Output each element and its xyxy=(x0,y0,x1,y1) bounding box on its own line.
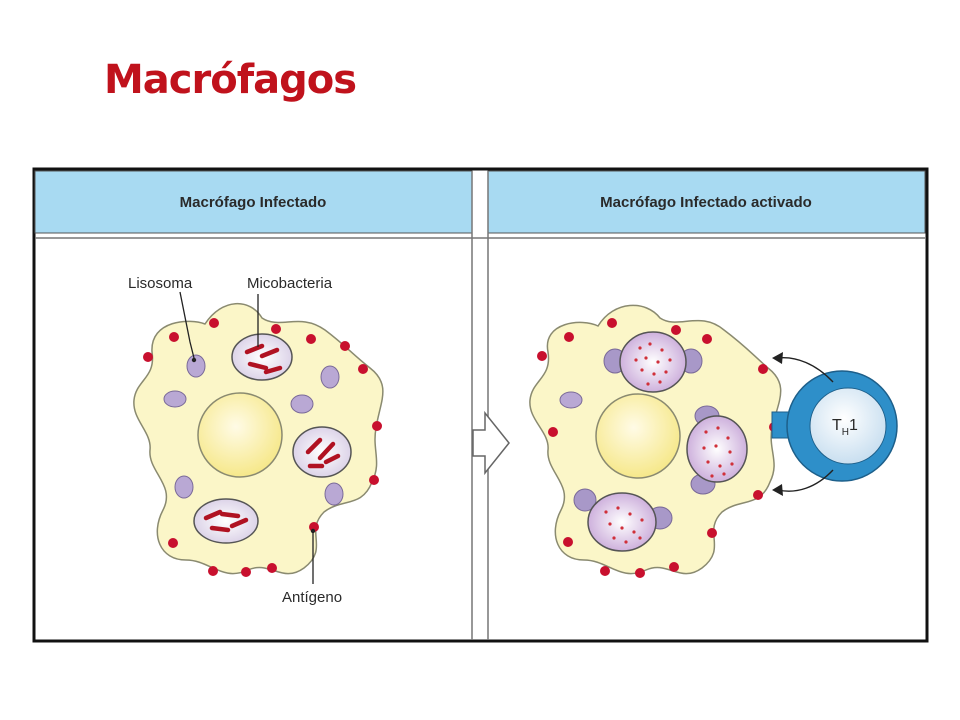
activation-arrows xyxy=(777,357,834,492)
nucleus xyxy=(197,392,283,478)
lysosomes xyxy=(559,391,583,409)
phagolysosome xyxy=(573,488,673,552)
mycobacteria-cluster xyxy=(203,509,249,533)
activated-macrophage: TH1 xyxy=(529,304,898,578)
diagram-frame xyxy=(32,167,929,643)
lysosomes xyxy=(163,354,344,506)
th1-label-main: T xyxy=(832,417,842,434)
lysosome-pointer xyxy=(179,291,195,359)
phagolysosome xyxy=(603,331,703,393)
right-header-bar xyxy=(487,170,926,234)
antigens xyxy=(143,318,382,577)
slide-title: Macrófagos xyxy=(104,57,357,103)
arrowhead-top xyxy=(772,352,783,364)
infected-macrophage: Lisosoma Micobacteria Antígeno xyxy=(128,275,384,606)
phagosome-vacuole xyxy=(292,426,352,478)
mycobacteria-cluster xyxy=(244,343,283,375)
left-header-bar xyxy=(34,170,473,234)
nucleus xyxy=(595,393,681,479)
th1-nucleus xyxy=(809,387,887,465)
left-panel-header: Macrófago Infectado xyxy=(180,194,327,211)
mycobacteria-cluster xyxy=(305,437,341,469)
antigen-label: Antígeno xyxy=(282,589,342,606)
lysosome-label: Lisosoma xyxy=(128,275,193,292)
th1-cell: TH1 xyxy=(771,370,898,482)
th1-label-sub: H xyxy=(842,427,849,438)
phagosome-vacuole xyxy=(193,498,259,544)
th1-label-suffix: 1 xyxy=(849,417,858,434)
arrowhead-bottom xyxy=(772,484,783,496)
phagolysosome xyxy=(686,405,748,495)
svg-text:TH1: TH1 xyxy=(832,417,858,438)
mycobacteria-label: Micobacteria xyxy=(247,275,333,292)
right-panel-header: Macrófago Infectado activado xyxy=(600,194,812,211)
transition-arrow xyxy=(472,410,510,476)
